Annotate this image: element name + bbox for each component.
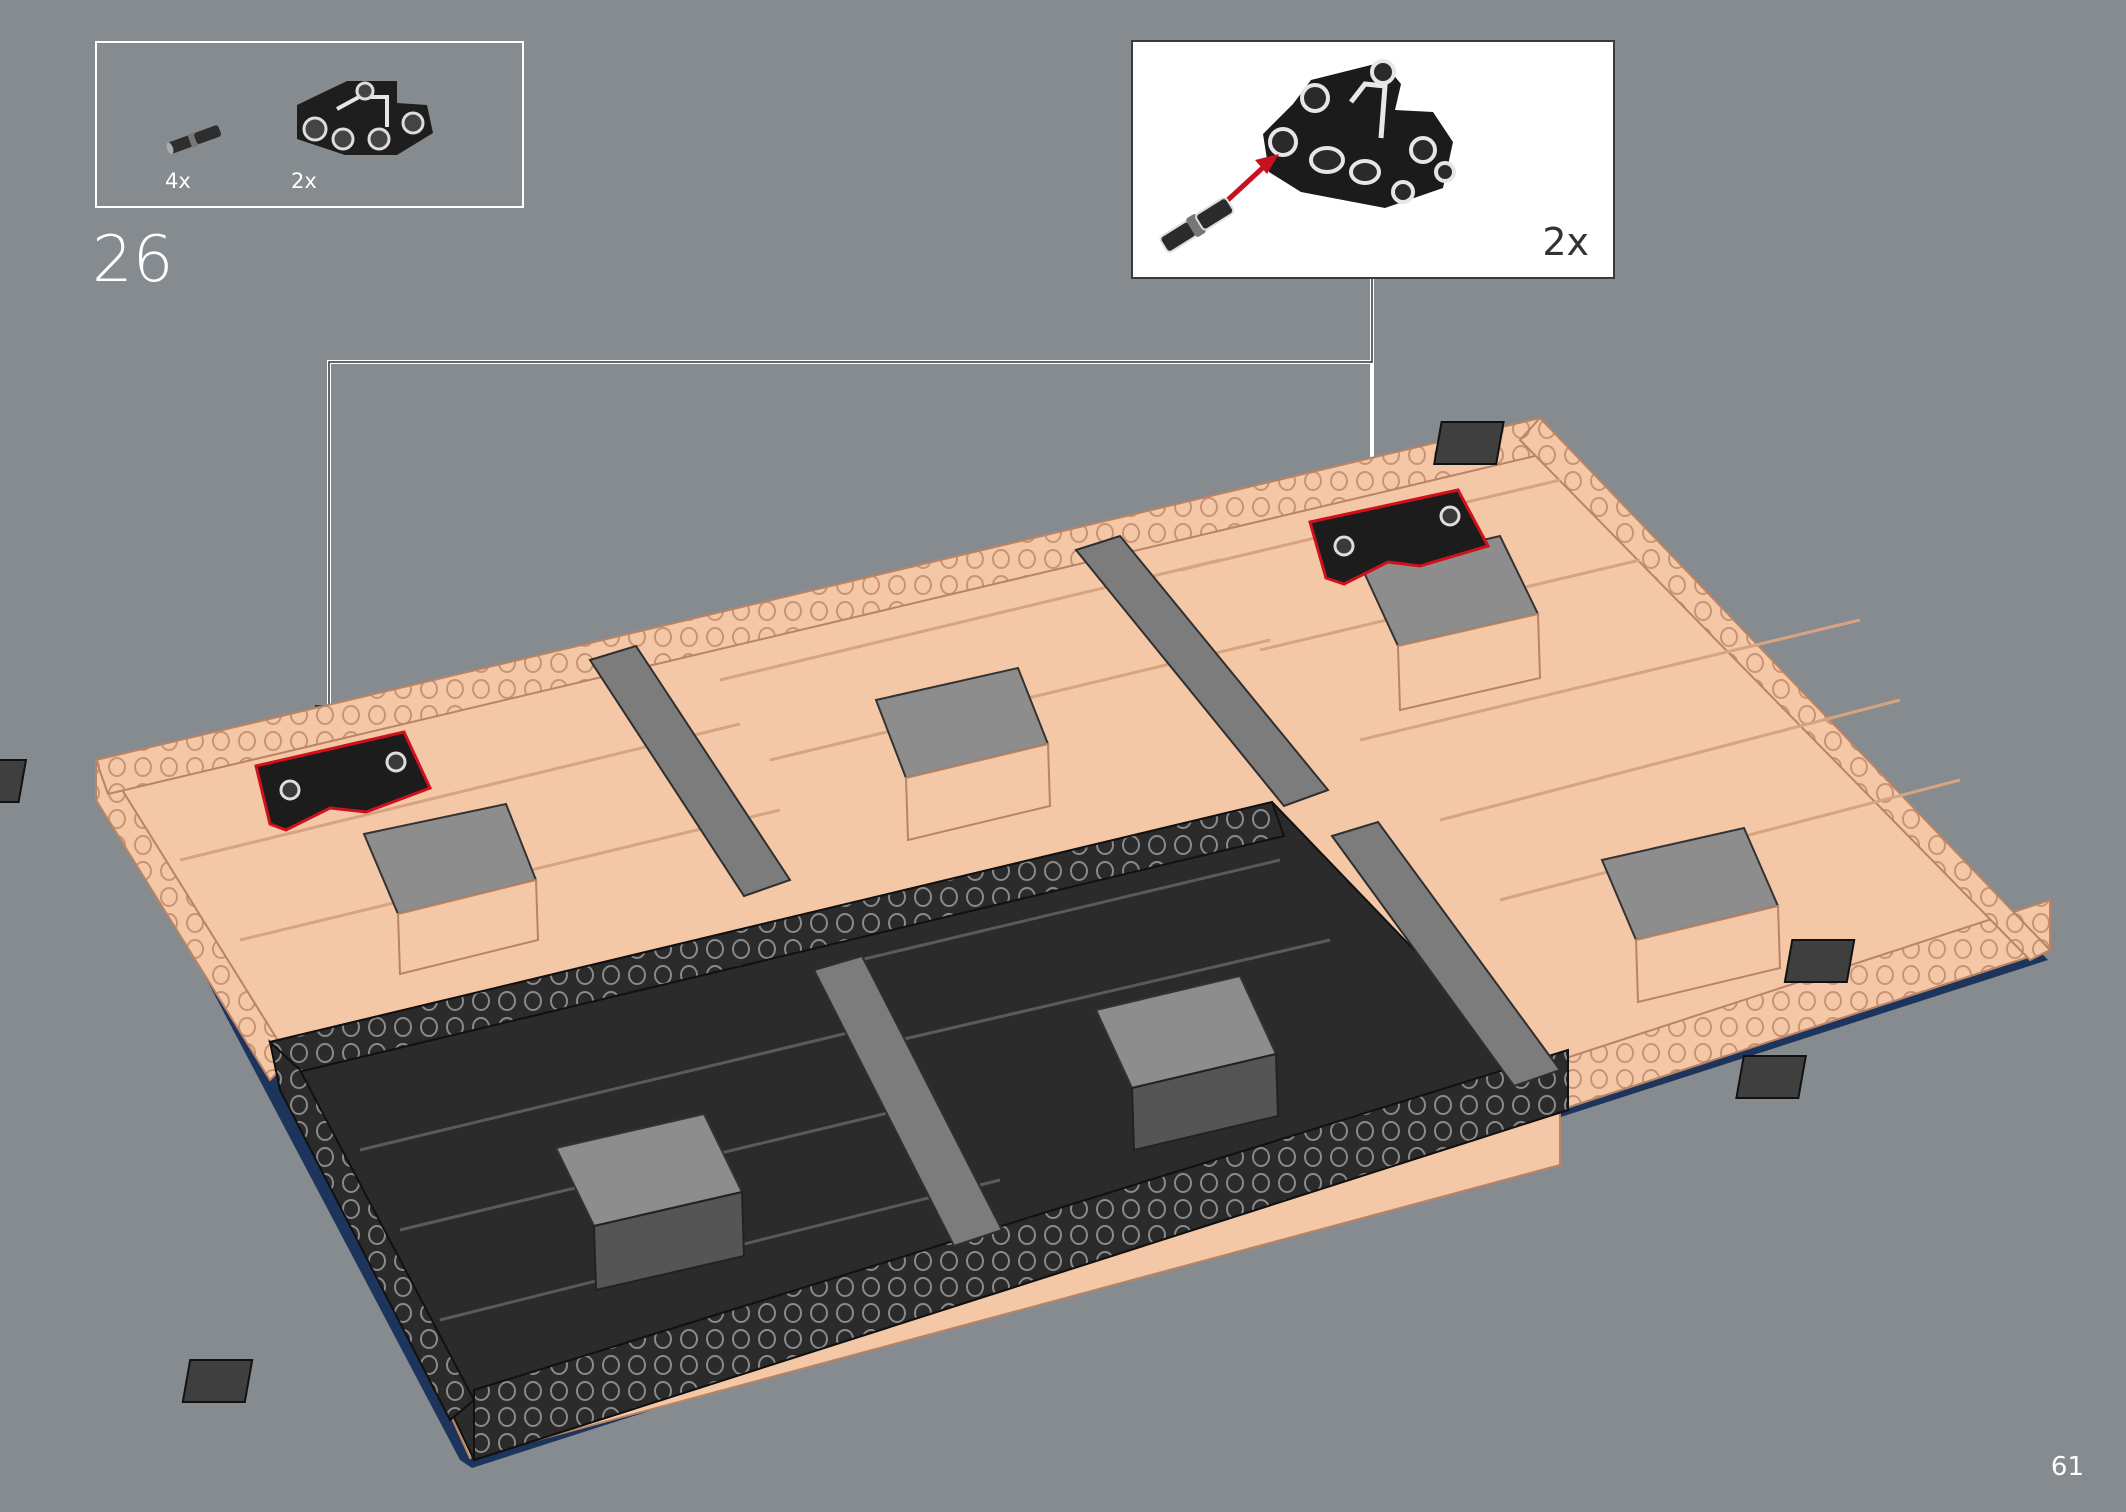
grey-plate xyxy=(1600,826,1782,1004)
grey-plate xyxy=(874,666,1052,842)
grey-plates xyxy=(362,534,1782,1292)
black-wall-left xyxy=(268,1039,476,1422)
page-number: 61 xyxy=(2050,1452,2084,1482)
parts-qty-liftarm: 2x xyxy=(291,169,317,193)
liftarm-icon xyxy=(297,81,433,155)
grey-plate xyxy=(1094,974,1280,1152)
pin-icon xyxy=(1159,197,1235,253)
parts-list-illustration xyxy=(166,81,433,155)
tan-wall-right xyxy=(1518,416,2052,962)
new-liftarm-left xyxy=(254,730,433,832)
parts-list-box: 4x 2x xyxy=(95,41,524,208)
corner-blocks xyxy=(0,421,1856,1403)
new-liftarm-right xyxy=(1308,488,1491,586)
black-wall-front xyxy=(473,1048,1569,1462)
callout-illustration xyxy=(1159,59,1456,253)
liftarm-icon xyxy=(1263,59,1456,208)
parts-qty-pin: 4x xyxy=(165,169,191,193)
grey-plate xyxy=(362,802,540,976)
grey-beams xyxy=(588,534,1562,1248)
grey-plate xyxy=(554,1112,746,1292)
pin-icon xyxy=(166,125,222,155)
step-number: 26 xyxy=(92,223,174,297)
sub-assembly-callout: 2x xyxy=(1131,40,1615,279)
callout-qty: 2x xyxy=(1542,220,1589,264)
